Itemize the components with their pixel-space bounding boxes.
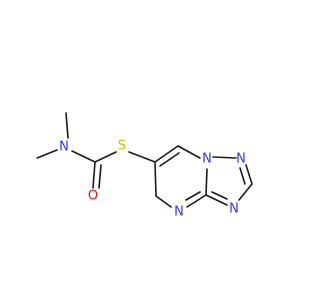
bond-n8-c5 [155, 195, 172, 208]
molecule-structure: N O S N N N N [0, 0, 300, 300]
bond-methyl-upper [65, 112, 69, 139]
bond-c7-n1 [177, 145, 201, 159]
bond-n4-c8a-inner [211, 191, 228, 200]
atom-o-carbonyl: O [88, 189, 98, 204]
atom-n-triazole-4: N [229, 202, 239, 217]
bond-c6-c7-inner [159, 152, 180, 167]
bond-n2-c3 [245, 164, 253, 185]
bond-c-s [94, 151, 117, 163]
bond-s-ring [128, 151, 156, 163]
bond-c6-c7 [154, 145, 179, 163]
bonds [36, 112, 253, 208]
bond-n4-c8a [205, 194, 228, 206]
bond-c-o-1 [92, 161, 96, 189]
atom-s-thioester: S [118, 139, 126, 154]
atom-n-bridgehead: N [202, 152, 212, 167]
bond-c5-c6 [154, 161, 157, 197]
bond-n-carbonyl [71, 150, 96, 163]
bond-n1-c8a [205, 168, 208, 196]
bond-c8a-n8-inner [185, 191, 201, 201]
background [0, 0, 300, 300]
bond-n1-n2 [212, 156, 237, 159]
bond-n2-c3-inner [239, 167, 246, 185]
bond-methyl-lower [36, 149, 58, 159]
atom-n-amide: N [59, 140, 69, 155]
atom-labels: N O S N N N N [59, 139, 246, 220]
atom-n-pyrimidine: N [174, 205, 184, 220]
atom-n-triazole-2: N [236, 152, 246, 167]
bond-c-o-2 [98, 164, 102, 189]
bond-c8a-n8 [186, 194, 207, 208]
bond-c3-n4 [238, 183, 253, 201]
